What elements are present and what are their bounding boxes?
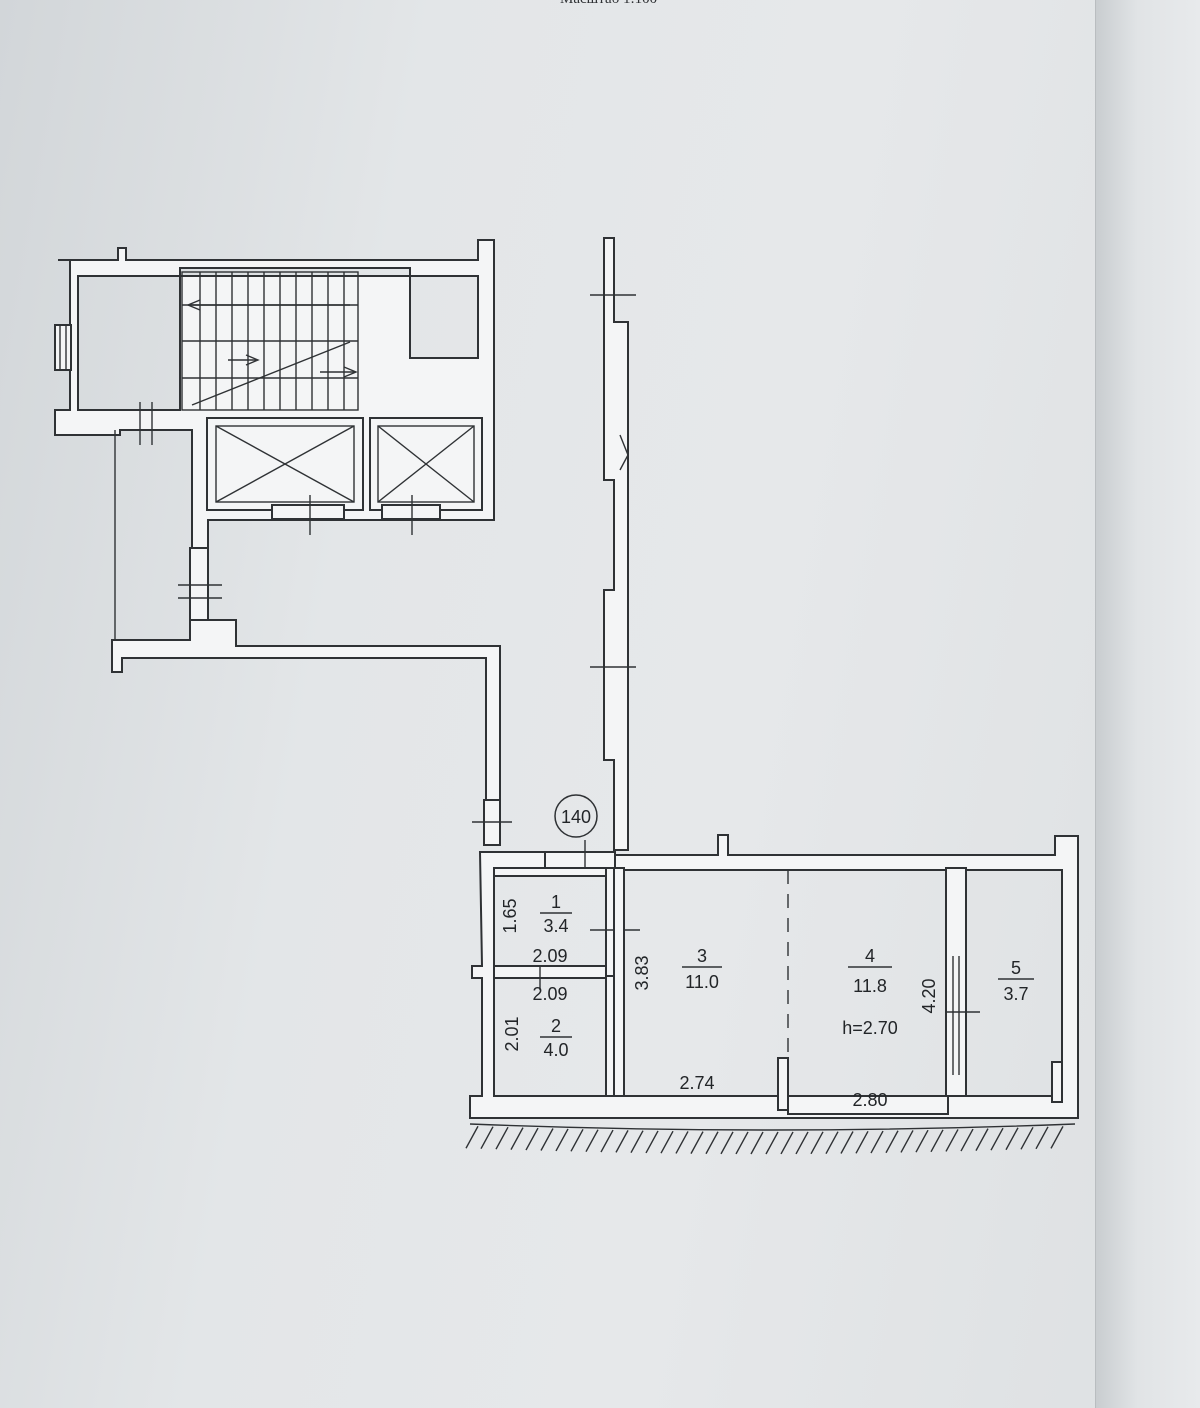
hatch-stroke: [615, 1130, 629, 1153]
room-4-area: 11.8: [853, 976, 887, 996]
dim-room2-width: 2.09: [532, 984, 567, 1004]
hatch-stroke: [750, 1131, 764, 1155]
hatch-stroke: [765, 1131, 779, 1155]
elevator-shaft-large: [206, 417, 364, 511]
apartment-walls: [469, 834, 1079, 1119]
marker-label: 140: [561, 807, 591, 827]
hatch-stroke: [660, 1130, 674, 1154]
room-2-label: 2 4.0: [540, 1016, 572, 1060]
room-1-number: 1: [551, 892, 561, 912]
elevator-shaft-small: [369, 417, 483, 511]
dim-room1-width: 2.09: [532, 946, 567, 966]
hatch-stroke: [1035, 1126, 1049, 1150]
hatch-stroke: [885, 1130, 899, 1154]
hatch-stroke: [855, 1130, 869, 1154]
room-5-label: 5 3.7: [998, 958, 1034, 1004]
hatch-stroke: [480, 1126, 494, 1150]
hatch-stroke: [840, 1131, 854, 1154]
hatch-stroke: [795, 1131, 809, 1155]
hatch-stroke: [630, 1130, 644, 1154]
hatch-stroke: [1050, 1126, 1064, 1149]
dim-room2-height: 2.01: [502, 1016, 522, 1051]
ground-line: [469, 1123, 1076, 1131]
room-4-label: 4 11.8: [848, 946, 892, 996]
ceiling-height-label: h=2.70: [842, 1018, 898, 1038]
hatch-stroke: [930, 1129, 944, 1153]
room-4-number: 4: [865, 946, 875, 966]
hatch-stroke: [990, 1127, 1004, 1151]
stair-flights: [181, 271, 359, 411]
stair-core: [54, 239, 495, 549]
room-3-number: 3: [697, 946, 707, 966]
room-5-area: 3.7: [1003, 984, 1028, 1004]
hatch-stroke: [720, 1131, 734, 1155]
hatch-stroke: [690, 1131, 704, 1154]
scale-label: Масштаб 1:100: [560, 0, 657, 8]
dim-room1-height: 1.65: [500, 898, 520, 933]
hatch-stroke: [1005, 1127, 1019, 1151]
dim-room4-depth: 4.20: [919, 978, 939, 1013]
hatch-stroke: [810, 1131, 824, 1155]
apartment-marker: 140: [554, 794, 598, 838]
dim-room3-width: 2.74: [679, 1073, 714, 1093]
stair-window: [54, 324, 72, 371]
ground-hatch: [465, 1123, 1076, 1155]
room-2-number: 2: [551, 1016, 561, 1036]
hatch-stroke: [540, 1128, 554, 1151]
hatch-stroke: [600, 1129, 614, 1153]
hatch-stroke: [960, 1128, 974, 1152]
hatch-stroke: [645, 1130, 659, 1154]
hatch-stroke: [525, 1127, 539, 1151]
corridor-outer-wall: [111, 619, 501, 801]
hatch-stroke: [555, 1128, 569, 1152]
room-5-number: 5: [1011, 958, 1021, 978]
room-1-label: 1 3.4: [540, 892, 572, 936]
adjacent-page-edge: [1095, 0, 1200, 1408]
hatch-stroke: [705, 1131, 719, 1155]
partitions: [493, 867, 1063, 1115]
corridor-walls: [111, 402, 512, 846]
hatch-stroke: [900, 1130, 914, 1153]
hatch-stroke: [975, 1128, 989, 1151]
dim-room3-depth: 3.83: [632, 955, 652, 990]
hatch-stroke: [780, 1131, 794, 1155]
hatch-stroke: [570, 1128, 584, 1152]
hatch-stroke: [675, 1131, 689, 1154]
room-2-area: 4.0: [543, 1040, 568, 1060]
dim-room4-width: 2.80: [852, 1090, 887, 1110]
hatch-stroke: [825, 1131, 839, 1154]
hatch-stroke: [945, 1129, 959, 1152]
room-1-area: 3.4: [543, 916, 568, 936]
room-3-area: 11.0: [685, 972, 719, 992]
hatch-stroke: [510, 1127, 524, 1150]
room-3-label: 3 11.0: [682, 946, 722, 992]
hatch-stroke: [495, 1126, 509, 1150]
hatch-stroke: [465, 1125, 479, 1149]
hatch-stroke: [735, 1131, 749, 1155]
party-wall: [590, 237, 636, 851]
hatch-stroke: [585, 1129, 599, 1153]
hatch-stroke: [1020, 1126, 1034, 1150]
hatch-stroke: [870, 1130, 884, 1154]
hatch-stroke: [915, 1129, 929, 1153]
